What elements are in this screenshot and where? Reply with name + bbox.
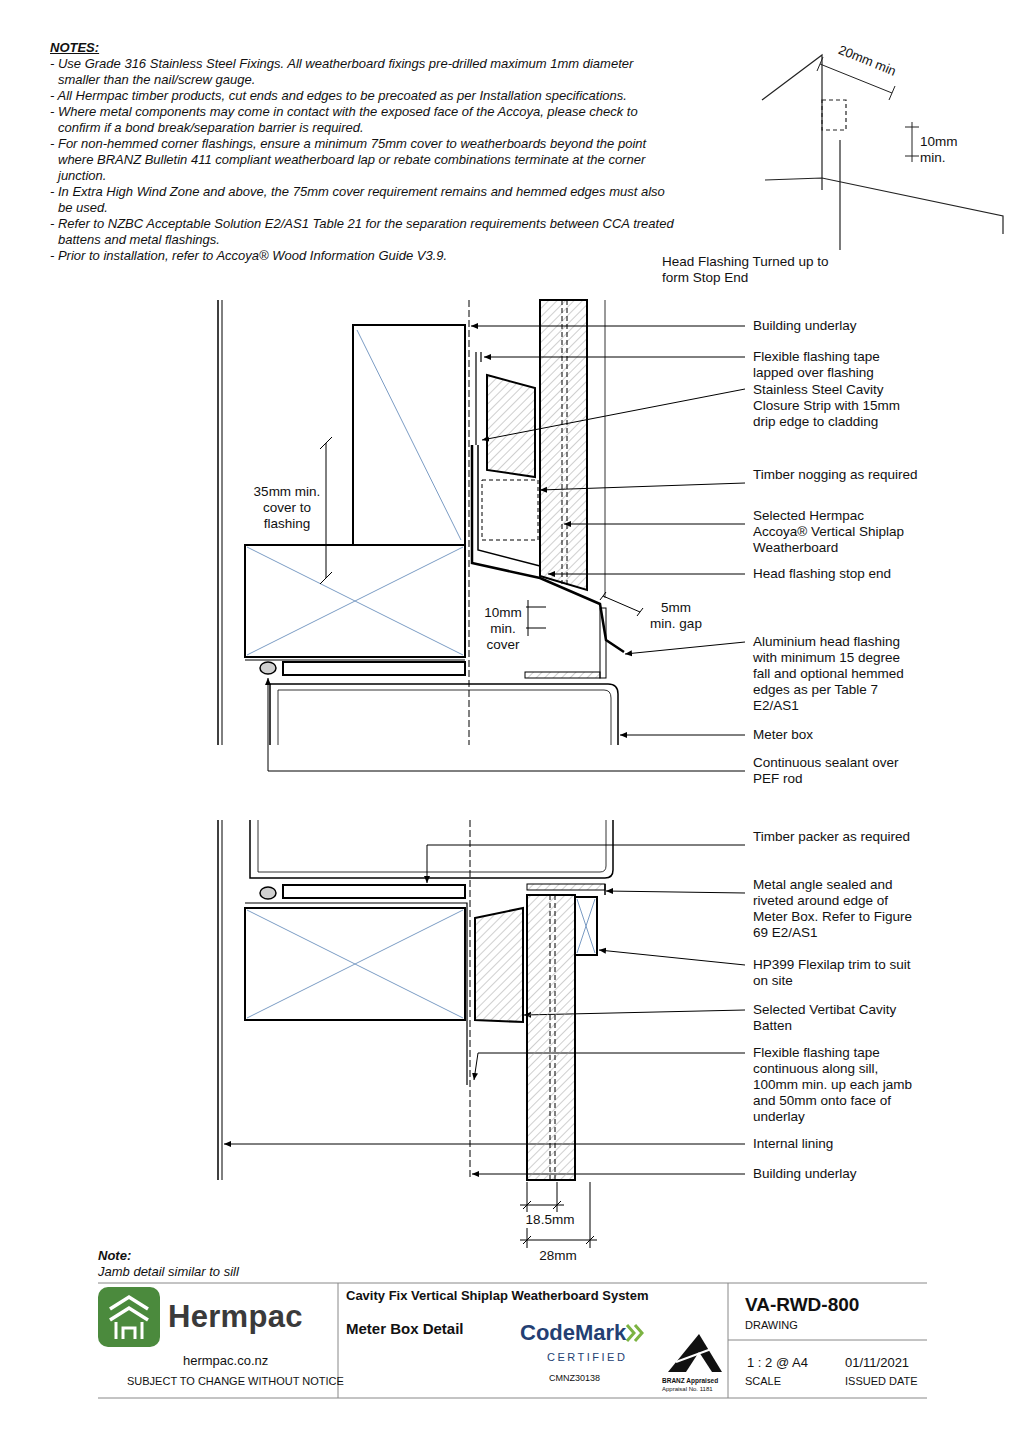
note-item: - For non-hemmed corner flashings, ensur… — [50, 136, 675, 184]
dimension-label: 10mm min. — [920, 134, 966, 166]
note-heading: Note: — [98, 1248, 131, 1264]
issue-date: 01/11/2021 — [845, 1355, 909, 1371]
stop-end-inset — [762, 55, 1003, 250]
hermpac-logo — [98, 1287, 160, 1347]
callout-label: Metal angle sealed and riveted around ed… — [753, 877, 921, 941]
callout-label: Building underlay — [753, 1166, 928, 1182]
dimension-label: 10mm min. cover — [480, 605, 526, 653]
note-item: - Where metal components may come in con… — [50, 104, 675, 136]
branz-logo — [668, 1334, 722, 1372]
callout-label: Timber nogging as required — [753, 467, 921, 483]
system-name: Cavity Fix Vertical Shiplap Weatherboard… — [346, 1288, 648, 1304]
callout-label: Stainless Steel Cavity Closure Strip wit… — [753, 382, 921, 430]
appraisal-mark: BRANZ Appraised — [662, 1377, 718, 1385]
field-label: ISSUED DATE — [845, 1375, 918, 1388]
dimension-label: 35mm min. cover to flashing — [252, 484, 322, 532]
certificate-number: CMNZ30138 — [549, 1373, 600, 1384]
certification-mark: CodeMark — [520, 1320, 626, 1346]
scale-value: 1 : 2 @ A4 — [747, 1355, 808, 1371]
dimension-label: 28mm — [523, 1248, 593, 1264]
drawing-title: Meter Box Detail — [346, 1320, 464, 1338]
field-label: DRAWING — [745, 1319, 798, 1332]
callout-label: Meter box — [753, 727, 928, 743]
note-item: - Prior to installation, refer to Accoya… — [50, 248, 675, 264]
title-block — [98, 1283, 927, 1398]
note-item: - All Hermpac timber products, cut ends … — [50, 88, 675, 104]
sill-detail — [218, 820, 613, 1180]
note-item: - Use Grade 316 Stainless Steel Fixings.… — [50, 56, 675, 88]
callout-label: Selected Hermpac Accoya® Vertical Shipla… — [753, 508, 921, 556]
dimension-label: 5mm min. gap — [648, 600, 704, 632]
callout-label: Internal lining — [753, 1136, 928, 1152]
callout-label: Timber packer as required — [753, 829, 921, 845]
dimension-label: 20mm min — [836, 42, 898, 80]
callout-label: Aluminium head flashing with minimum 15 … — [753, 634, 921, 714]
note-text: Jamb detail similar to sill — [98, 1264, 239, 1280]
dimension-label: 18.5mm — [515, 1212, 585, 1228]
notes-block: NOTES:- Use Grade 316 Stainless Steel Fi… — [50, 40, 675, 264]
note-item: - In Extra High Wind Zone and above, the… — [50, 184, 675, 216]
notes-heading: NOTES: — [50, 40, 675, 56]
field-label: SCALE — [745, 1375, 781, 1388]
leader-lines — [224, 326, 745, 1174]
callout-label: Continuous sealant over PEF rod — [753, 755, 921, 787]
callout-label: Head Flashing Turned up to form Stop End — [662, 254, 834, 286]
codemark-chevrons — [627, 1325, 642, 1341]
note-item: - Refer to NZBC Acceptable Solution E2/A… — [50, 216, 675, 248]
disclaimer: SUBJECT TO CHANGE WITHOUT NOTICE — [127, 1375, 344, 1388]
callout-label: Flexible flashing tape lapped over flash… — [753, 349, 921, 381]
website: hermpac.co.nz — [183, 1353, 268, 1369]
callout-label: HP399 Flexilap trim to suit on site — [753, 957, 921, 989]
callout-label: Head flashing stop end — [753, 566, 928, 582]
callout-label: Building underlay — [753, 318, 928, 334]
certification-text: CERTIFIED — [547, 1351, 627, 1364]
head-detail — [218, 300, 624, 745]
callout-label: Selected Vertibat Cavity Batten — [753, 1002, 921, 1034]
drawing-number: VA-RWD-800 — [745, 1294, 859, 1316]
callout-label: Flexible flashing tape continuous along … — [753, 1045, 921, 1125]
brand-name: Hermpac — [168, 1300, 303, 1334]
appraisal-number: Appraisal No. 1181 — [662, 1386, 713, 1393]
